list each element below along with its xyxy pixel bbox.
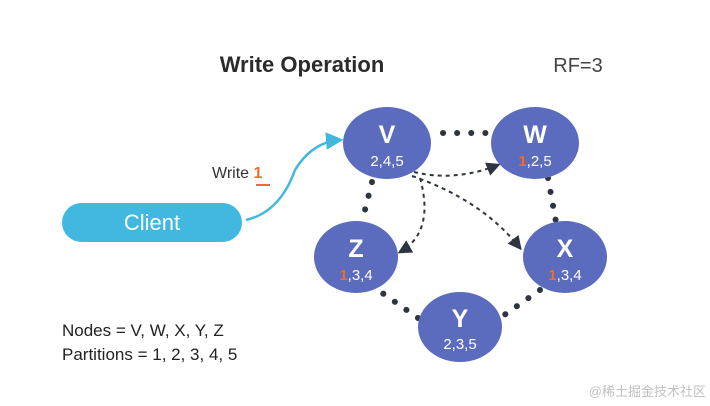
node-x[interactable]: X 1,3,4 <box>523 221 607 293</box>
node-v[interactable]: V 2,4,5 <box>343 107 431 179</box>
node-y-shape <box>418 292 502 362</box>
node-z[interactable]: Z 1,3,4 <box>314 221 398 293</box>
replication-arrow-v-to-w <box>413 162 501 177</box>
node-x-shape <box>523 221 607 293</box>
client-write-arrow <box>245 132 344 222</box>
ring-link-y-z <box>375 287 421 321</box>
node-z-partitions: 1,3,4 <box>339 267 372 284</box>
watermark: @稀土掘金技术社区 <box>589 384 706 399</box>
node-w-highlight: 1 <box>518 153 526 170</box>
write-label-prefix: Write <box>212 165 253 182</box>
node-y-letter: Y <box>452 305 469 333</box>
replication-arrow-v-to-x <box>411 175 522 251</box>
client-pill <box>62 203 242 242</box>
ring-connections <box>359 130 559 321</box>
node-y-rest: 2,3,5 <box>443 336 476 353</box>
diagram-title: Write Operation <box>220 52 385 77</box>
node-v-letter: V <box>379 121 396 149</box>
node-w-rest: ,2,5 <box>527 153 552 170</box>
write-partition-number: 1 <box>253 165 262 182</box>
node-z-letter: Z <box>348 235 363 263</box>
node-w-letter: W <box>523 121 547 149</box>
ring-link-x-y <box>497 287 543 321</box>
node-v-partitions: 2,4,5 <box>370 153 403 170</box>
ring-link-w-x <box>545 175 559 225</box>
node-z-rest: ,3,4 <box>348 267 373 284</box>
node-x-rest: ,3,4 <box>557 267 582 284</box>
node-w[interactable]: W 1,2,5 <box>491 107 579 179</box>
ring-link-z-v <box>359 179 375 225</box>
node-z-highlight: 1 <box>339 267 347 284</box>
node-y[interactable]: Y 2,3,5 <box>418 292 502 362</box>
node-w-shape <box>491 107 579 179</box>
node-y-partitions: 2,3,5 <box>443 336 476 353</box>
node-z-shape <box>314 221 398 293</box>
client-node[interactable]: Client <box>62 203 242 242</box>
client-label: Client <box>124 210 180 235</box>
node-x-highlight: 1 <box>548 267 556 284</box>
node-v-shape <box>343 107 431 179</box>
replication-factor-label: RF=3 <box>553 55 602 77</box>
node-v-rest: 2,4,5 <box>370 153 403 170</box>
node-x-letter: X <box>557 235 574 263</box>
replication-arrows <box>397 162 522 254</box>
node-x-partitions: 1,3,4 <box>548 267 581 284</box>
nodes-list-text: Nodes = V, W, X, Y, Z <box>62 321 224 340</box>
node-w-partitions: 1,2,5 <box>518 153 551 170</box>
replication-arrow-v-to-z <box>397 177 426 254</box>
partitions-list-text: Partitions = 1, 2, 3, 4, 5 <box>62 345 237 364</box>
write-label: Write 1 <box>212 165 262 182</box>
